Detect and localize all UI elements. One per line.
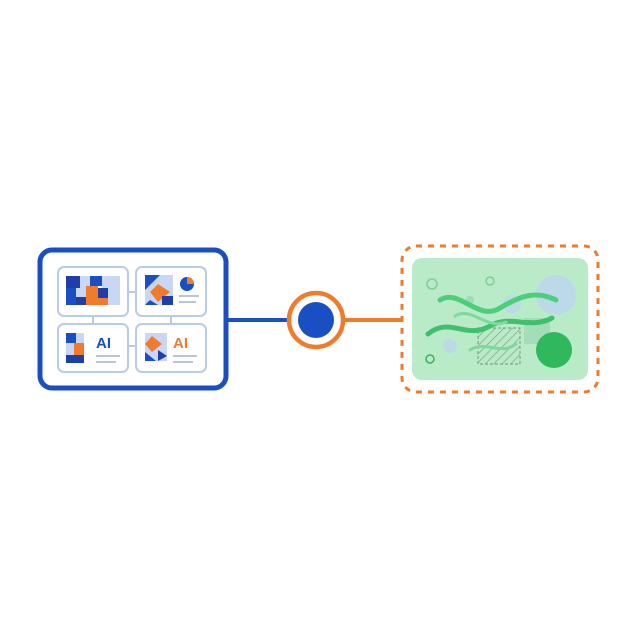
card-ai-label: AI xyxy=(173,335,188,352)
card-mosaic xyxy=(57,266,129,317)
card-shapes-ai: AI xyxy=(135,323,207,373)
left-panel: AI AI xyxy=(37,247,229,391)
card-mosaic-ai: AI xyxy=(57,323,129,373)
right-panel xyxy=(400,244,600,394)
circle-node-icon xyxy=(286,290,346,350)
generated-abstract-image-icon xyxy=(412,258,588,380)
card-ai-label: AI xyxy=(96,335,111,352)
pie-chart-icon xyxy=(180,277,194,291)
card-shapes-chart xyxy=(135,266,207,317)
card-grid-links xyxy=(92,291,172,347)
